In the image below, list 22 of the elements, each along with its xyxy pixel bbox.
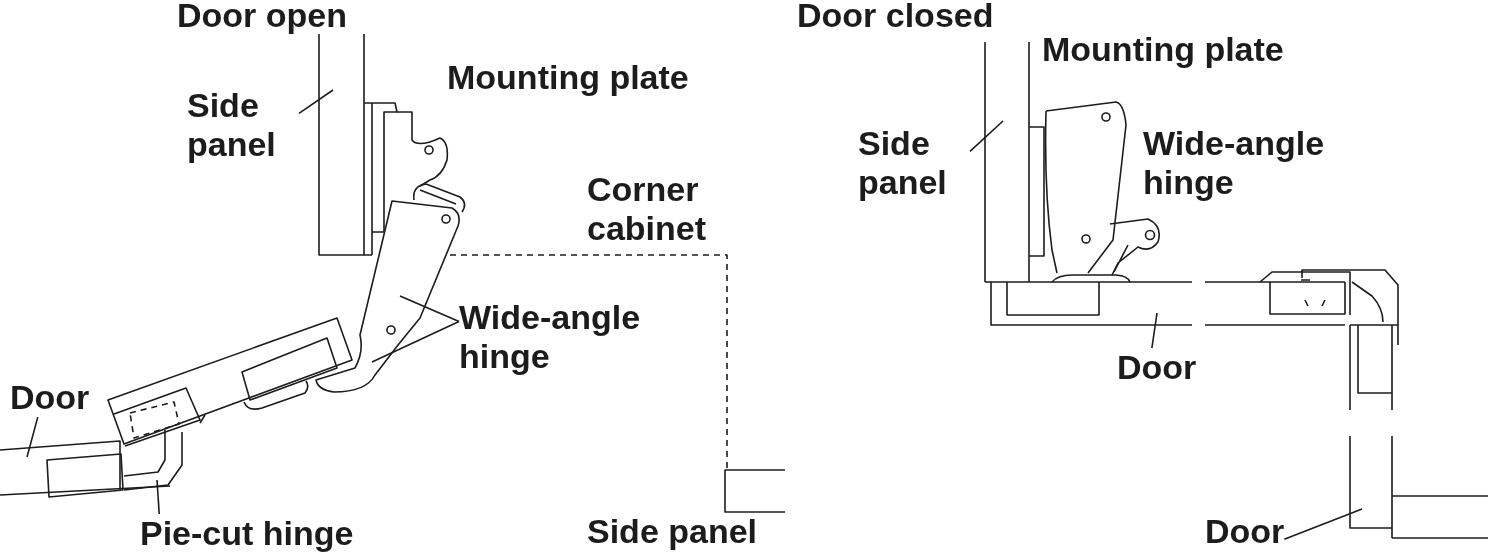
part-label: Pie-cut hinge [140, 514, 354, 554]
part-label: Wide-angle hinge [459, 298, 679, 377]
part-label: Mounting plate [447, 58, 689, 98]
leader-line [156, 479, 160, 515]
leader-line [26, 416, 39, 458]
leader-line [371, 320, 460, 363]
part-label: Door [1205, 512, 1285, 552]
part-label: Door closed [797, 0, 994, 36]
part-label: Side panel [187, 86, 299, 165]
part-label: Side panel [858, 124, 970, 203]
part-label: Door [10, 378, 90, 418]
leader-line [969, 120, 1004, 153]
part-label: Mounting plate [1042, 30, 1284, 70]
leader-line [1283, 508, 1363, 541]
leader-line [399, 295, 460, 323]
part-label: Corner cabinet [587, 170, 708, 249]
leader-line [298, 89, 334, 115]
part-label: Door open [177, 0, 347, 36]
part-label: Wide-angle hinge [1143, 124, 1326, 203]
part-label: Side panel [587, 512, 758, 552]
part-label: Door [1117, 348, 1197, 388]
leader-line [1151, 312, 1158, 349]
